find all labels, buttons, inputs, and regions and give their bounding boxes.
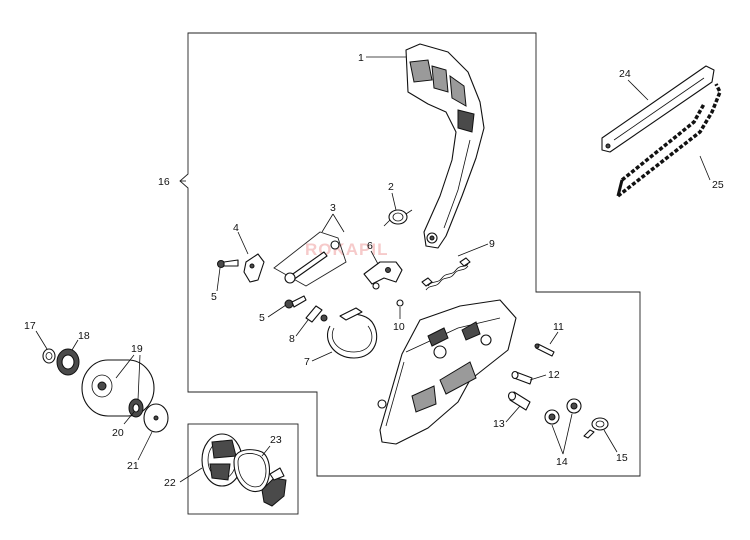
part-19-rim-sprocket [128,398,144,418]
part-15-clip [583,417,609,439]
part-14-nut-right [566,398,582,414]
callout-21: 21 [127,460,139,472]
cover-nut [377,399,387,409]
sprocket-cover-housing [379,299,517,445]
callout-22: 22 [164,477,176,489]
callout-14: 14 [556,456,568,468]
part-14-nut-left [544,409,560,425]
callout-9: 9 [489,238,495,250]
callout-24: 24 [619,68,631,80]
part-8-band-pin [305,305,328,323]
part-12-pin [511,370,533,385]
part-24-guide-bar [601,65,715,153]
callout-1: 1 [358,52,364,64]
part-4-lever [243,253,265,283]
part-2-spring [383,209,413,227]
callout-5b: 5 [259,312,265,324]
part-21-washer-plate [143,403,169,433]
part-13-pin [507,391,531,411]
part-23-bracket [261,467,287,507]
part-22-clutch [201,433,243,487]
part-11-stud [534,343,555,357]
callout-16: 16 [158,176,170,188]
callout-15: 15 [616,452,628,464]
part-9-coil-spring [421,257,471,291]
part-5-screw-upper [217,259,239,268]
part-6-brake-link [363,261,403,290]
callout-25: 25 [712,179,724,191]
callout-labels: 1 2 3 4 5 5 6 7 8 9 10 11 12 13 14 15 16… [24,52,724,489]
callout-4: 4 [233,222,239,234]
part-3-pivot-pin [284,240,340,284]
callout-5a: 5 [211,291,217,303]
callout-12: 12 [548,369,560,381]
callout-17: 17 [24,320,36,332]
callout-3: 3 [330,202,336,214]
callout-19: 19 [131,343,143,355]
callout-23: 23 [270,434,282,446]
part-1-chain-brake-handle [405,43,485,249]
part-7-brake-band [327,307,378,359]
part-3-bracket-outline [273,231,347,287]
assembly-22-frame [187,423,299,515]
callout-18: 18 [78,330,90,342]
part-18-needle-bearing [56,348,80,376]
callout-11: 11 [553,321,564,333]
callout-10: 10 [393,321,405,333]
callout-2: 2 [388,181,394,193]
part-5-screw-lower [284,295,307,309]
callout-8: 8 [289,333,295,345]
part-23-gasket [233,449,271,492]
part-25-saw-chain [616,83,722,198]
callout-20: 20 [112,427,124,439]
callout-7: 7 [304,356,310,368]
callout-13: 13 [493,418,505,430]
part-10-clip [396,299,404,307]
part-17-washer [42,348,56,364]
callout-6: 6 [367,240,373,252]
assembly-16-frame [179,32,641,477]
leader-lines [35,56,711,483]
